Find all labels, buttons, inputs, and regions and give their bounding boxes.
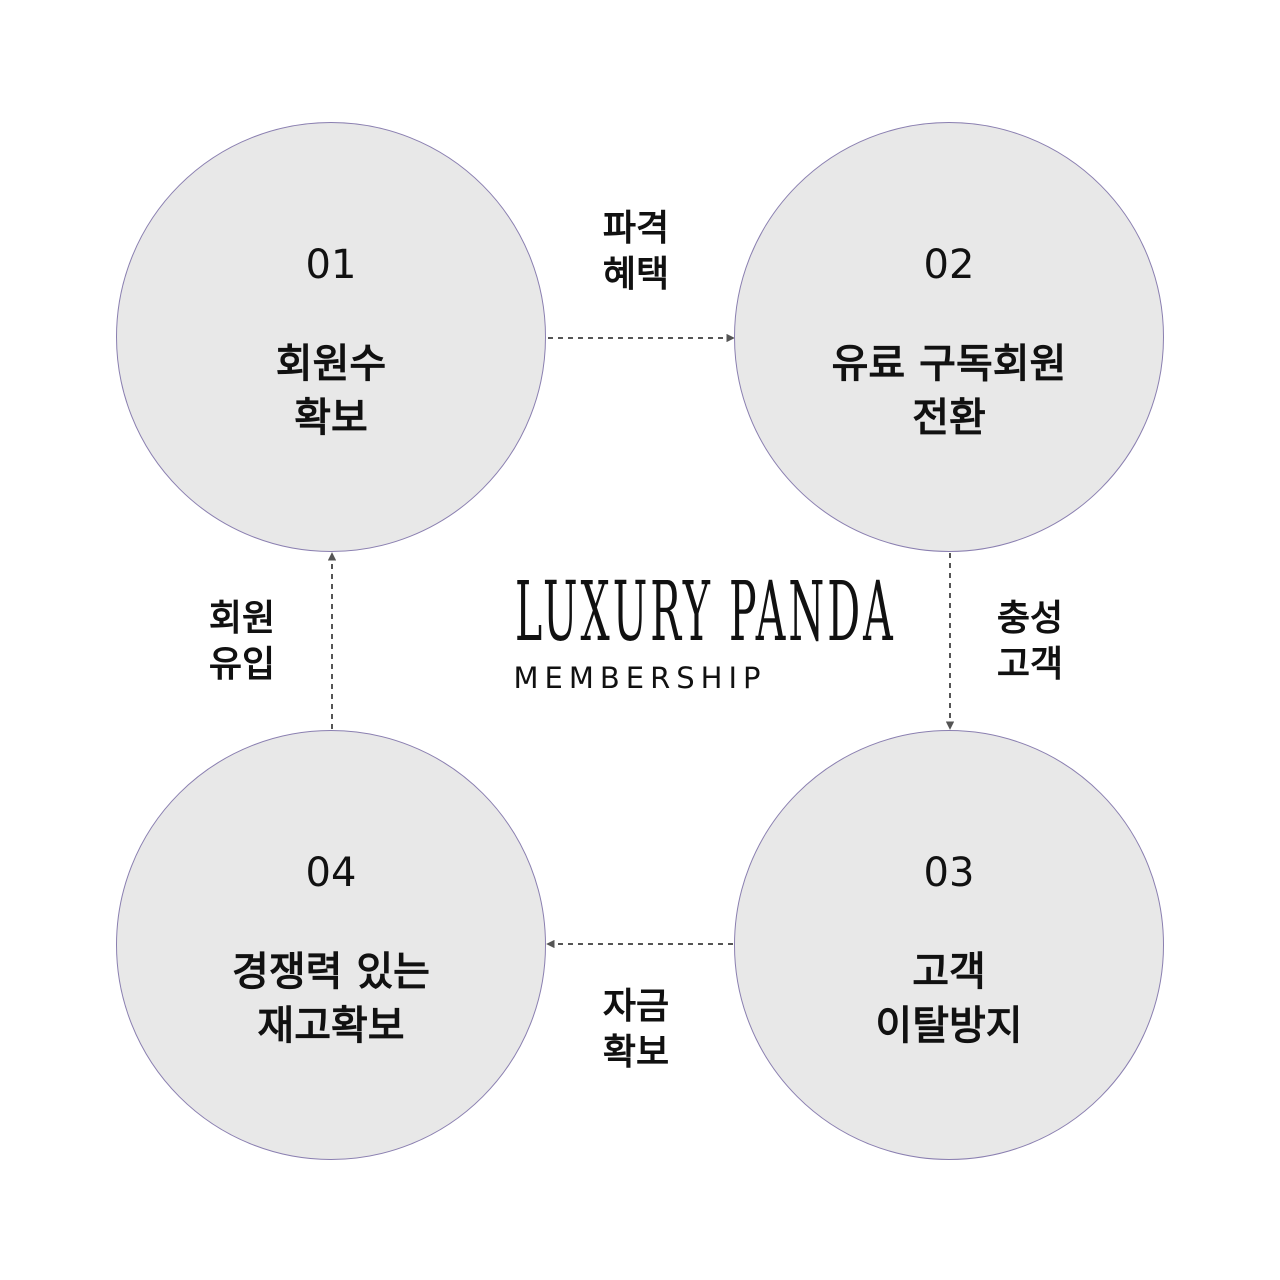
node-label: 고객 이탈방지 [745, 945, 1153, 1053]
node-number: 02 [923, 242, 975, 288]
edge-label-3-4: 자금 확보 [576, 984, 696, 1076]
node-label-line: 고객 [912, 949, 986, 995]
node-label-line: 전환 [912, 395, 986, 441]
edge-label-line: 고객 [996, 644, 1064, 685]
node-label-line: 회원수 [275, 341, 387, 387]
edge-label-1-2: 파격 혜택 [576, 206, 696, 298]
node-label: 유료 구독회원 전환 [745, 337, 1153, 445]
node-label-line: 이탈방지 [875, 1003, 1023, 1049]
brand-subtitle: MEMBERSHIP [513, 661, 767, 695]
node-03: 03 고객 이탈방지 [734, 730, 1164, 1160]
node-label-line: 유료 구독회원 [831, 341, 1067, 387]
edge-label-line: 유입 [208, 644, 276, 685]
node-label-line: 재고확보 [257, 1003, 405, 1049]
edge-label-2-3: 충성 고객 [970, 596, 1090, 688]
node-04: 04 경쟁력 있는 재고확보 [116, 730, 546, 1160]
node-label: 회원수 확보 [127, 337, 535, 445]
node-label: 경쟁력 있는 재고확보 [127, 945, 535, 1053]
edge-label-line: 혜택 [602, 254, 670, 295]
edge-label-4-1: 회원 유입 [182, 596, 302, 688]
edge-label-line: 파격 [602, 208, 670, 249]
brand-logo: LUXURY PANDA MEMBERSHIP [390, 565, 896, 696]
node-01: 01 회원수 확보 [116, 122, 546, 552]
edge-label-line: 자금 [602, 986, 670, 1027]
node-label-line: 경쟁력 있는 [232, 949, 430, 995]
node-02: 02 유료 구독회원 전환 [734, 122, 1164, 552]
node-label-line: 확보 [294, 395, 368, 441]
node-number: 01 [305, 242, 357, 288]
edge-label-line: 회원 [208, 598, 276, 639]
node-number: 03 [923, 850, 975, 896]
edge-label-line: 확보 [602, 1032, 670, 1073]
edge-label-line: 충성 [996, 598, 1064, 639]
brand-name: LUXURY PANDA [515, 565, 896, 660]
node-number: 04 [305, 850, 357, 896]
